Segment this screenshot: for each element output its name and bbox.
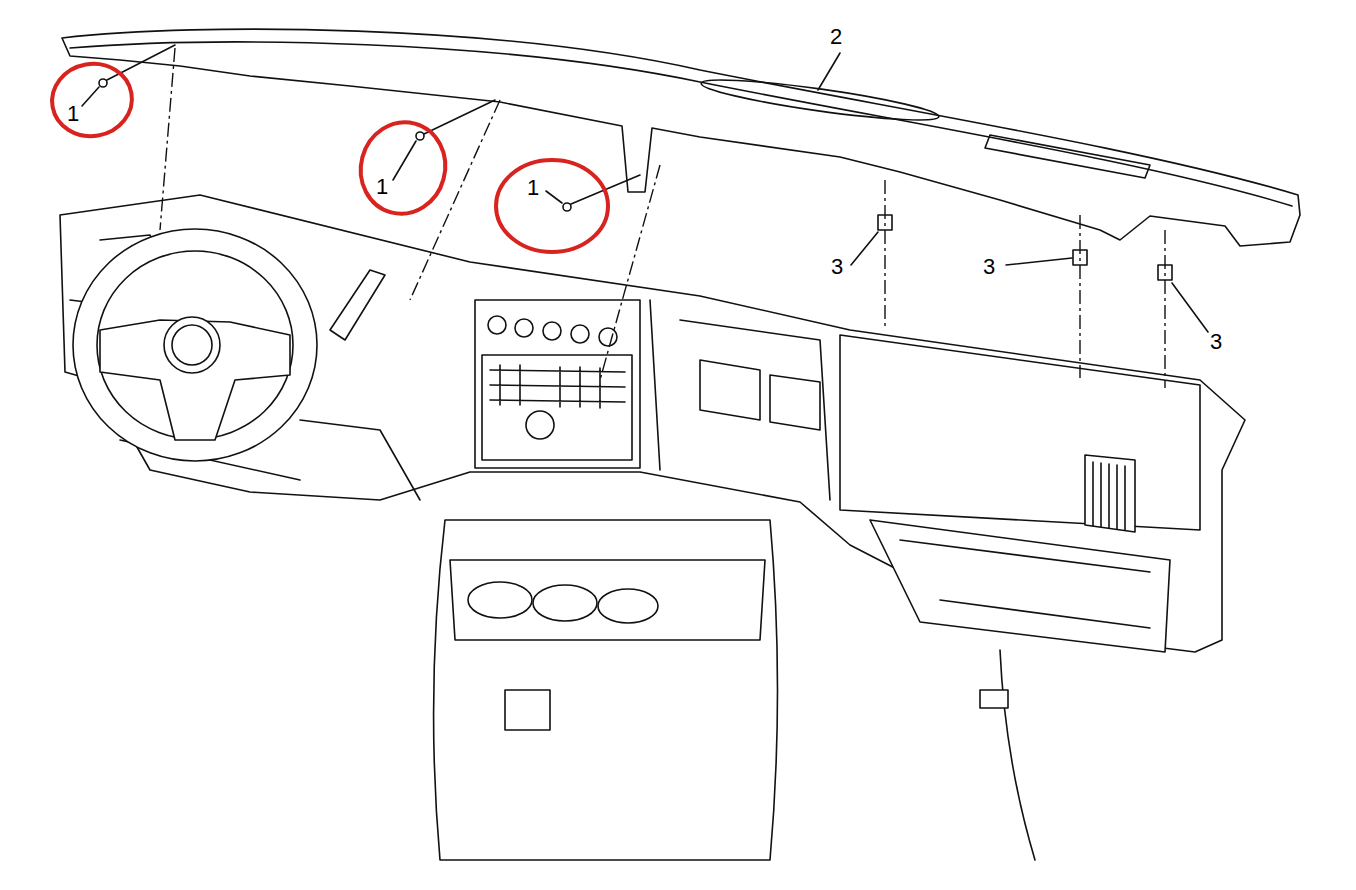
leader-line bbox=[393, 141, 416, 180]
glove-box-detail bbox=[900, 540, 1150, 628]
callout-number: 3 bbox=[1210, 331, 1222, 353]
radio-knob bbox=[515, 319, 533, 337]
dash-pad-edge bbox=[70, 42, 1292, 206]
highlight-circle bbox=[496, 160, 608, 252]
console-tray bbox=[450, 560, 765, 640]
radio-main-knob bbox=[526, 411, 554, 439]
leader-line bbox=[851, 232, 878, 265]
console-latch bbox=[505, 690, 550, 730]
speaker-grille bbox=[985, 135, 1150, 178]
alignment-line bbox=[884, 180, 885, 330]
steering-wheel-inner bbox=[97, 251, 293, 439]
bolt bbox=[99, 79, 107, 87]
bolt bbox=[416, 132, 424, 140]
radio-face bbox=[482, 355, 632, 460]
column-stalk bbox=[330, 270, 385, 340]
cup-holder bbox=[533, 585, 597, 621]
alignment-line bbox=[160, 48, 175, 230]
glove-box bbox=[870, 520, 1170, 652]
radio-knob bbox=[599, 328, 617, 346]
leader-line bbox=[82, 87, 99, 106]
radio-stack bbox=[475, 300, 640, 468]
callout-number: 1 bbox=[376, 176, 388, 198]
radio-knob bbox=[543, 322, 561, 340]
radio-buttons bbox=[490, 365, 625, 408]
alignment-line bbox=[1079, 215, 1080, 378]
bolt-path bbox=[107, 45, 640, 204]
callout-number: 1 bbox=[67, 103, 79, 125]
highlight-circle bbox=[46, 58, 137, 143]
vent-slats bbox=[1093, 462, 1125, 530]
center-console bbox=[434, 520, 778, 860]
bolt bbox=[563, 203, 571, 211]
dash-pad-recess bbox=[700, 72, 941, 127]
leader-line bbox=[1006, 258, 1072, 265]
cup-holder bbox=[468, 582, 532, 618]
steering-hub-inner bbox=[172, 325, 212, 365]
leader-line bbox=[1172, 283, 1208, 332]
radio-knob bbox=[571, 325, 589, 343]
passenger-panel bbox=[840, 335, 1200, 530]
dash-pad bbox=[62, 29, 1300, 246]
wire-harness bbox=[1000, 650, 1035, 860]
radio-knob bbox=[488, 316, 506, 334]
cup-holder bbox=[598, 589, 658, 623]
callout-number: 3 bbox=[983, 256, 995, 278]
highlight-circle bbox=[351, 113, 456, 224]
air-vent bbox=[1085, 455, 1135, 532]
alignment-line bbox=[1164, 230, 1165, 388]
leader-line bbox=[818, 53, 840, 90]
callout-number: 1 bbox=[527, 177, 539, 199]
callout-number: 3 bbox=[831, 256, 843, 278]
steering-hub bbox=[164, 317, 220, 373]
leader-line bbox=[546, 191, 562, 203]
alignment-line bbox=[410, 100, 500, 300]
callout-number: 2 bbox=[830, 26, 842, 48]
wire-connector bbox=[980, 690, 1008, 708]
steering-wheel bbox=[73, 229, 317, 461]
